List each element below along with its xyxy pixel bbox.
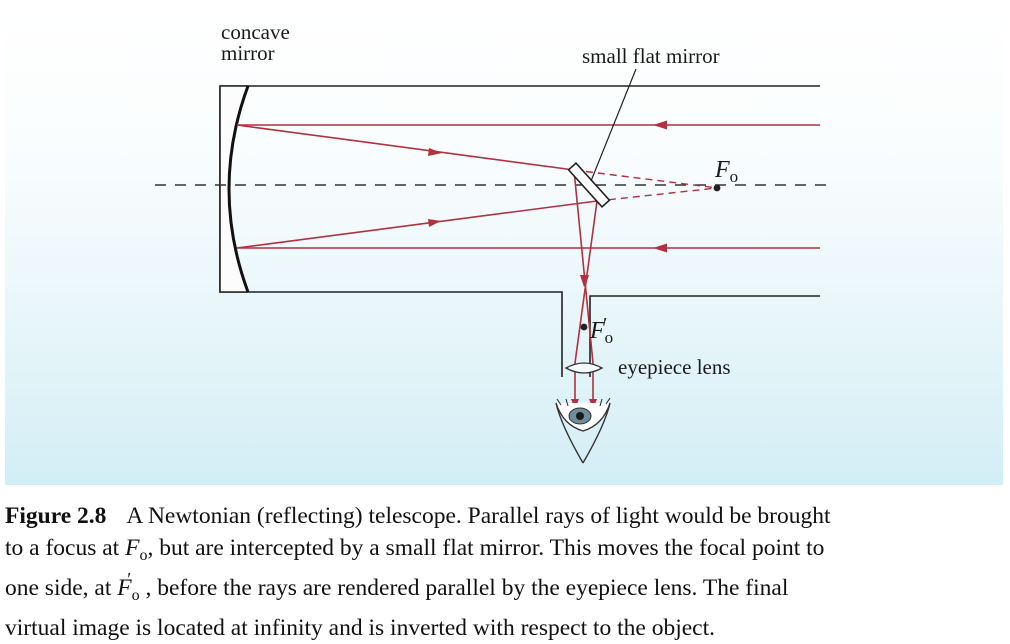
caption-line-1-text: A Newtonian (reflecting) telescope. Para… [126,503,831,529]
symbol-fo: Fo [715,158,738,189]
concave-mirror-surface [227,85,250,293]
arrow-incoming-top [653,120,667,130]
symbol-fo-prime-sub: o [604,328,614,347]
small-flat-mirror [567,161,611,209]
focal-point-fo [713,184,721,192]
caption-prime-mark: ′ [127,569,132,589]
label-small-flat-mirror: small flat mirror [582,44,720,68]
small-flat-mirror-leader [590,68,637,182]
label-mirror: mirror [221,41,275,65]
ray-virtual-top [573,169,718,189]
ray-reflected-bottom [236,200,598,249]
arrow-down-right [580,275,588,287]
ray-down-left [573,169,594,364]
ray-reflected-top [236,124,575,171]
arrow-reflected-top [428,148,442,156]
symbol-fo-prime: F′o [590,314,614,350]
caption-line-3-post: , before the rays are rendered parallel … [139,575,789,601]
caption-line-2: to a focus at Fo, but are intercepted by… [5,532,1005,572]
caption-symbol-sub-2: o [131,587,140,604]
figure-label: Figure 2.8 [5,503,107,529]
label-eyepiece-lens: eyepiece lens [618,355,731,379]
caption-line-3-pre: one side, at [5,575,118,601]
telescope-diagram [155,68,835,464]
ray-virtual-bottom [596,187,718,202]
symbol-fo-sub: o [729,167,739,186]
eye-pupil [576,412,584,420]
figure-panel: concave mirror small flat mirror eyepiec… [5,5,1003,485]
caption-symbol-sub: o [139,547,148,564]
caption-line-3: one side, at F′o , before the rays are r… [5,569,1005,612]
symbol-fo-letter: F [715,157,730,183]
caption-symbol-f: F [125,535,140,561]
caption-symbol-f-2: F [117,575,132,601]
eye-lashes [556,397,611,407]
arrow-reflected-bottom [428,219,441,227]
caption-line-1: Figure 2.8 A Newtonian (reflecting) teles… [5,500,1005,532]
caption-symbol-f-prime: F′o [117,569,140,612]
caption-line-4: virtual image is located at infinity and… [5,615,716,641]
caption-line-2-pre: to a focus at [5,535,126,561]
tube-outline [219,85,820,377]
figure-caption: Figure 2.8 A Newtonian (reflecting) teles… [5,500,1005,644]
concave-mirror [219,85,250,293]
arrow-incoming-bottom [653,243,667,253]
focal-point-fo-prime [580,323,588,331]
symbol-fo-prime-letter: F [590,318,605,344]
label-concave: concave [221,20,290,44]
symbol-prime-mark: ′ [603,314,608,336]
eyepiece-lens [564,362,604,374]
caption-line-2-post: , but are intercepted by a small flat mi… [147,535,825,561]
